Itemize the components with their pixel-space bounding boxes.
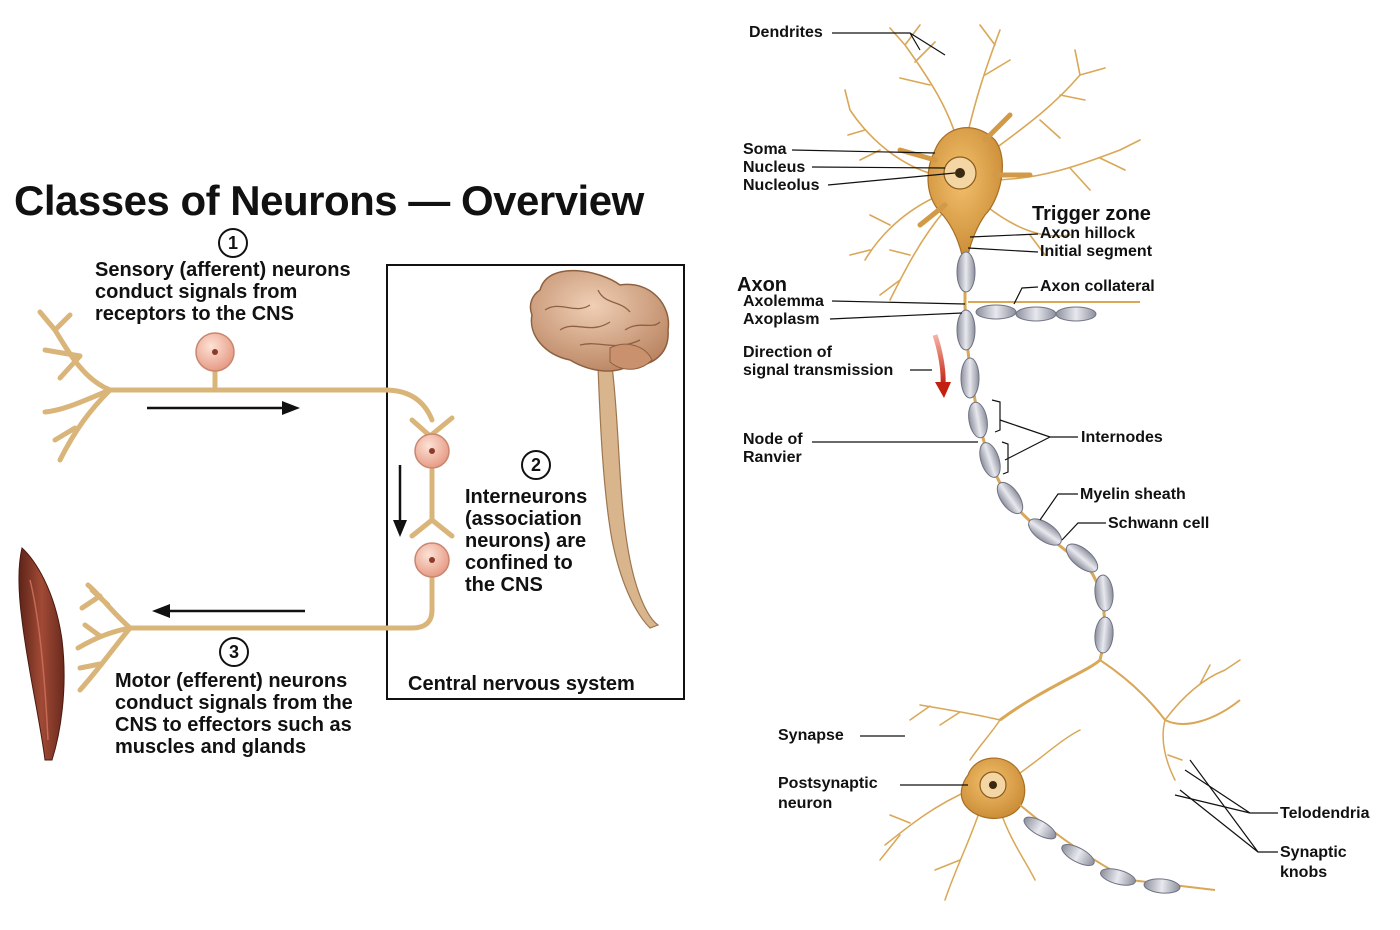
label-synaptic-line-2: knobs bbox=[1280, 864, 1328, 881]
red-direction-arrow bbox=[932, 334, 951, 398]
sensory-arrow bbox=[147, 401, 300, 415]
label-internodes: Internodes bbox=[1081, 429, 1163, 446]
label-initial-segment: Initial segment bbox=[1040, 243, 1153, 260]
label-axon-collateral: Axon collateral bbox=[1040, 278, 1155, 295]
inter-line-4: confined to bbox=[465, 552, 573, 574]
inter-line-1: Interneurons bbox=[465, 486, 588, 508]
page-title: Classes of Neurons — Overview bbox=[14, 177, 644, 224]
label-direction-line-1: Direction of bbox=[743, 344, 832, 361]
label-dendrites: Dendrites bbox=[749, 24, 823, 41]
brain bbox=[529, 269, 670, 629]
sensory-description: Sensory (afferent) neurons conduct signa… bbox=[95, 259, 351, 325]
label-schwann-cell: Schwann cell bbox=[1108, 515, 1210, 532]
cns-box bbox=[386, 264, 685, 700]
motor-neuron bbox=[75, 582, 133, 693]
label-postsynaptic-line-1: Postsynaptic bbox=[778, 775, 878, 792]
label-nucleus: Nucleus bbox=[743, 159, 806, 176]
label-synapse: Synapse bbox=[778, 727, 844, 744]
label-direction-line-2: signal transmission bbox=[743, 362, 894, 379]
telodendria-branches bbox=[909, 659, 1241, 781]
motor-number-badge: 3 bbox=[219, 637, 249, 667]
inter-number-badge: 2 bbox=[521, 450, 551, 480]
motor-line-4: muscles and glands bbox=[115, 736, 307, 758]
inter-line-2: (association bbox=[465, 508, 582, 530]
muscle bbox=[18, 547, 65, 761]
motor-description: Motor (efferent) neurons conduct signals… bbox=[115, 670, 353, 758]
interneuron-description: Interneurons (association neurons) are c… bbox=[465, 486, 587, 596]
inter-line-3: neurons) are bbox=[465, 530, 587, 552]
motor-line-1: Motor (efferent) neurons bbox=[115, 670, 348, 692]
upper-soma bbox=[897, 112, 1033, 256]
leader-lines bbox=[791, 32, 1278, 853]
label-trigger-zone: Trigger zone bbox=[1032, 203, 1151, 225]
myelin-segments bbox=[956, 251, 1114, 654]
sensory-line-3: receptors to the CNS bbox=[95, 303, 294, 325]
motor-arrow bbox=[152, 604, 305, 618]
label-soma: Soma bbox=[743, 141, 787, 158]
label-axoplasm: Axoplasm bbox=[743, 311, 820, 328]
label-myelin-sheath: Myelin sheath bbox=[1080, 486, 1186, 503]
label-postsynaptic-line-2: neuron bbox=[778, 795, 833, 812]
sensory-line-1: Sensory (afferent) neurons bbox=[95, 259, 351, 281]
upper-dendrites bbox=[844, 24, 1141, 301]
label-axon-hillock: Axon hillock bbox=[1040, 225, 1136, 242]
label-nucleolus: Nucleolus bbox=[743, 177, 820, 194]
inter-line-5: the CNS bbox=[465, 574, 543, 596]
postsynaptic-neuron bbox=[879, 729, 1216, 901]
interneuron-arrow bbox=[393, 465, 407, 537]
label-axolemma: Axolemma bbox=[743, 293, 824, 310]
motor-line-2: conduct signals from the bbox=[115, 692, 353, 714]
label-axon: Axon bbox=[737, 274, 787, 296]
label-telodendria: Telodendria bbox=[1280, 805, 1370, 822]
sensory-neuron bbox=[37, 309, 435, 463]
cns-label: Central nervous system bbox=[408, 673, 635, 695]
motor-line-3: CNS to effectors such as bbox=[115, 714, 352, 736]
sensory-line-2: conduct signals from bbox=[95, 281, 298, 303]
label-node-line-2: Ranvier bbox=[743, 449, 802, 466]
label-synaptic-line-1: Synaptic bbox=[1280, 844, 1347, 861]
sensory-number-badge: 1 bbox=[218, 228, 248, 258]
label-node-line-1: Node of bbox=[743, 431, 803, 448]
